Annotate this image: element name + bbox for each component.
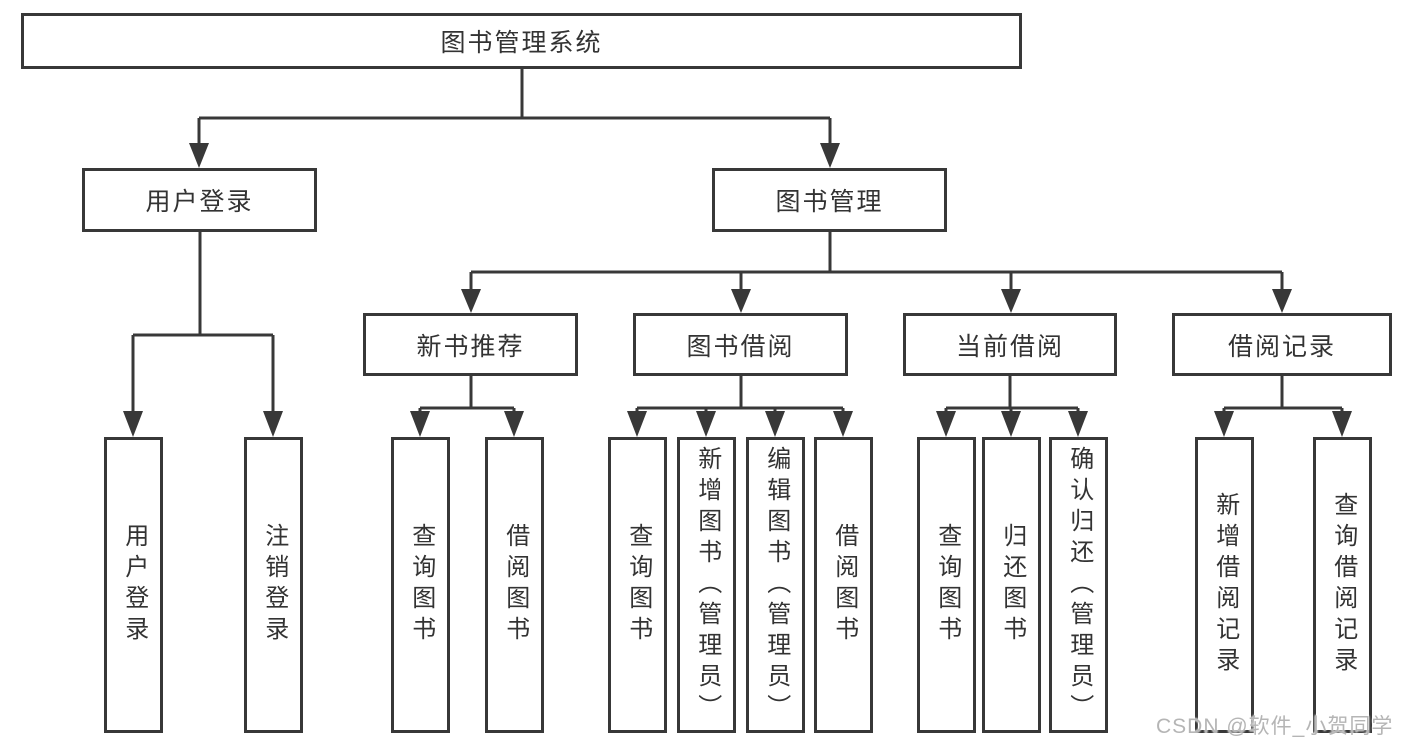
- leaf-add-book-admin-label: 新增图书（管理员）: [693, 445, 721, 725]
- leaf-query-books-current-label: 查询图书: [933, 523, 961, 647]
- watermark: CSDN @软件_小贺同学: [1156, 715, 1394, 738]
- node-book-borrowing-label: 图书借阅: [686, 332, 795, 361]
- node-root-label: 图书管理系统: [440, 29, 603, 57]
- leaf-add-book-admin: 新增图书（管理员）: [677, 437, 736, 733]
- node-new-book-recommend-label: 新书推荐: [416, 332, 525, 361]
- leaf-query-books-borrow-label: 查询图书: [624, 523, 652, 647]
- leaf-query-borrow-record: 查询借阅记录: [1313, 437, 1372, 733]
- leaf-borrow-books-recommend-label: 借阅图书: [501, 523, 529, 647]
- leaf-query-borrow-record-label: 查询借阅记录: [1329, 492, 1357, 678]
- node-book-management-label: 图书管理: [775, 188, 884, 216]
- node-user-login: 用户登录: [82, 168, 317, 232]
- leaf-edit-book-admin: 编辑图书（管理员）: [746, 437, 805, 733]
- node-current-borrowing-label: 当前借阅: [955, 332, 1064, 361]
- arrowheads: [123, 143, 1352, 437]
- leaf-query-books-borrow: 查询图书: [608, 437, 667, 733]
- leaf-borrow-books-label: 借阅图书: [830, 523, 858, 647]
- leaf-user-login: 用户登录: [104, 437, 163, 733]
- leaf-add-borrow-record-label: 新增借阅记录: [1211, 492, 1239, 678]
- leaf-query-books-current: 查询图书: [917, 437, 976, 733]
- leaf-query-books-recommend-label: 查询图书: [407, 523, 435, 647]
- node-borrowing-records: 借阅记录: [1172, 313, 1392, 376]
- leaf-confirm-return-admin: 确认归还（管理员）: [1049, 437, 1108, 733]
- node-new-book-recommend: 新书推荐: [363, 313, 578, 376]
- node-borrowing-records-label: 借阅记录: [1227, 332, 1336, 361]
- leaf-return-book: 归还图书: [982, 437, 1041, 733]
- node-root: 图书管理系统: [21, 13, 1022, 69]
- leaf-add-borrow-record: 新增借阅记录: [1195, 437, 1254, 733]
- node-user-login-label: 用户登录: [145, 188, 254, 216]
- leaf-user-login-label: 用户登录: [120, 523, 148, 647]
- leaf-borrow-books-recommend: 借阅图书: [485, 437, 544, 733]
- leaf-logout-label: 注销登录: [260, 523, 288, 647]
- node-current-borrowing: 当前借阅: [903, 313, 1117, 376]
- leaf-return-book-label: 归还图书: [998, 523, 1026, 647]
- node-book-management: 图书管理: [712, 168, 947, 232]
- leaf-edit-book-admin-label: 编辑图书（管理员）: [762, 445, 790, 725]
- leaf-query-books-recommend: 查询图书: [391, 437, 450, 733]
- node-book-borrowing: 图书借阅: [633, 313, 848, 376]
- leaf-borrow-books: 借阅图书: [814, 437, 873, 733]
- leaf-logout: 注销登录: [244, 437, 303, 733]
- leaf-confirm-return-admin-label: 确认归还（管理员）: [1065, 445, 1093, 725]
